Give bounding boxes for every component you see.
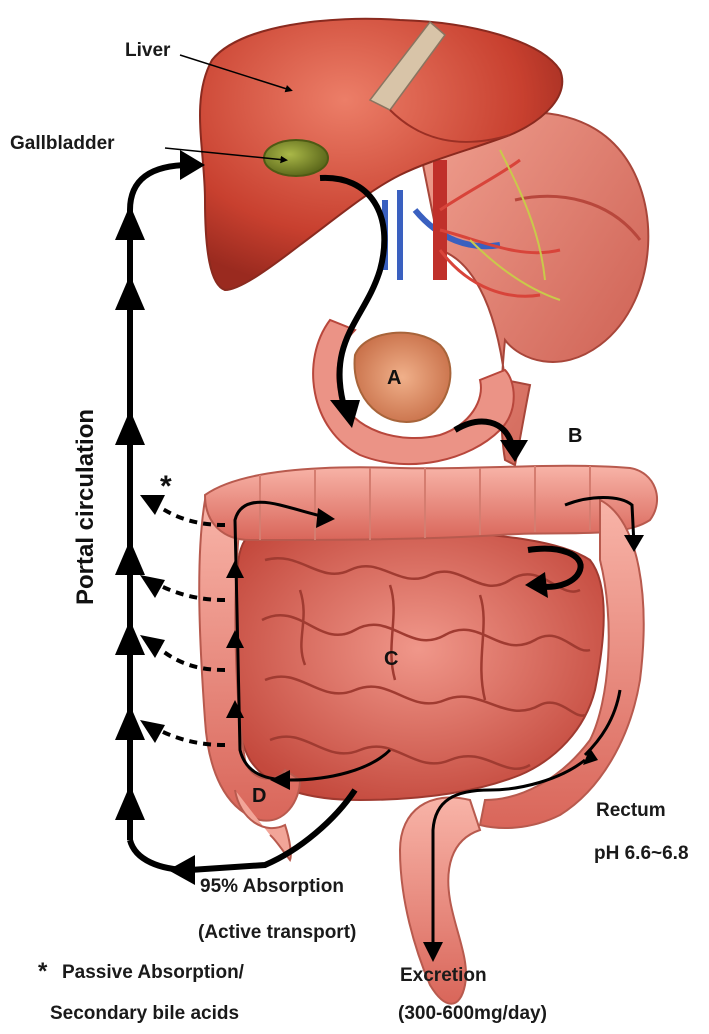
portal-arrowhead-top — [180, 150, 205, 180]
label-a: A — [387, 367, 401, 390]
gallbladder — [264, 140, 328, 176]
pancreas-head — [355, 333, 451, 422]
excretion-label: Excretion — [400, 965, 487, 987]
portal-arrowhead-7 — [115, 785, 145, 820]
label-d: D — [252, 785, 266, 808]
footnote-line2: Secondary bile acids — [50, 1003, 239, 1025]
asterisk-marker: * — [160, 470, 172, 504]
portal-arrowhead-6 — [115, 705, 145, 740]
rectum-label: Rectum — [596, 800, 666, 822]
liver-label: Liver — [125, 40, 170, 62]
label-c: C — [384, 648, 398, 671]
gallbladder-label: Gallbladder — [10, 133, 115, 155]
portal-arrowhead-1 — [115, 205, 145, 240]
portal-circulation-label: Portal circulation — [72, 409, 100, 605]
absorption-label: 95% Absorption — [200, 876, 344, 898]
excretion-amount-label: (300-600mg/day) — [398, 1003, 547, 1025]
active-absorption-arrowhead — [168, 855, 195, 885]
small-intestine — [233, 526, 603, 800]
portal-arrowhead-3 — [115, 410, 145, 445]
portal-arrowhead-5 — [115, 620, 145, 655]
passive-absorption-arrowheads — [140, 495, 165, 743]
active-transport-label: (Active transport) — [198, 922, 356, 944]
label-b: B — [568, 425, 582, 448]
portal-arrowhead-4 — [115, 540, 145, 575]
footnote-line1: Passive Absorption/ — [62, 962, 244, 984]
rectum-ph-label: pH 6.6~6.8 — [594, 843, 689, 865]
footnote-asterisk: * — [38, 958, 47, 986]
portal-arrowhead-2 — [115, 275, 145, 310]
